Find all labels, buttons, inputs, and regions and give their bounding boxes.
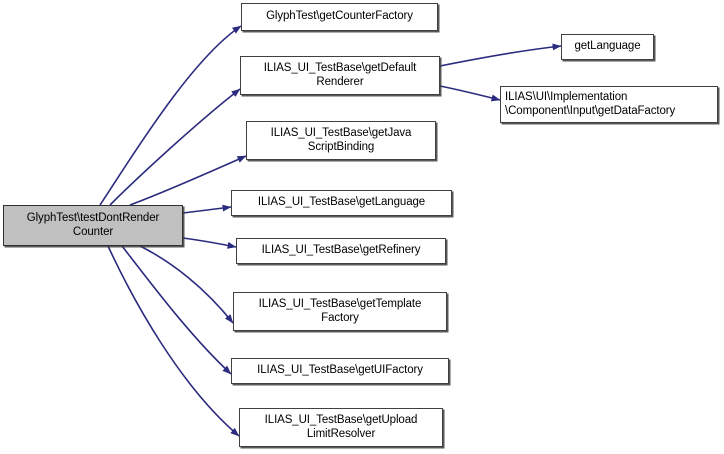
edge-root-to-get-ui-factory	[121, 245, 232, 375]
node-get-upload-limit-resolver[interactable]: ILIAS_UI_TestBase\getUpload LimitResolve…	[239, 408, 443, 447]
edge-get-default-renderer-to-get-data-factory	[439, 85, 501, 102]
node-get-refinery[interactable]: ILIAS_UI_TestBase\getRefinery	[236, 238, 446, 264]
edge-root-to-get-template-factory	[139, 245, 234, 324]
edge-root-to-get-default-renderer	[109, 88, 241, 206]
edge-root-to-get-counter-factory	[99, 25, 242, 206]
node-get-ui-factory[interactable]: ILIAS_UI_TestBase\getUIFactory	[231, 358, 449, 384]
node-get-data-factory[interactable]: ILIAS\UI\Implementation \Component\Input…	[500, 86, 718, 123]
node-get-counter-factory[interactable]: GlyphTest\getCounterFactory	[241, 3, 438, 31]
node-get-language-leaf[interactable]: getLanguage	[561, 34, 654, 60]
edge-root-to-get-refinery	[182, 237, 237, 249]
node-root[interactable]: GlyphTest\testDontRender Counter	[3, 205, 183, 246]
edge-root-to-get-upload-limit-resolver	[107, 245, 240, 437]
node-label-get-data-factory: ILIAS\UI\Implementation \Component\Input…	[505, 91, 676, 117]
node-label-get-counter-factory: GlyphTest\getCounterFactory	[266, 10, 413, 23]
node-label-get-upload-limit-resolver: ILIAS_UI_TestBase\getUpload LimitResolve…	[264, 414, 418, 440]
node-get-template-factory[interactable]: ILIAS_UI_TestBase\getTemplate Factory	[233, 292, 447, 331]
node-label-get-refinery: ILIAS_UI_TestBase\getRefinery	[261, 244, 421, 257]
edge-root-to-get-java-script-binding	[129, 155, 247, 206]
node-label-get-language: ILIAS_UI_TestBase\getLanguage	[257, 196, 426, 209]
edge-get-default-renderer-to-get-language-leaf	[439, 43, 562, 67]
node-get-default-renderer[interactable]: ILIAS_UI_TestBase\getDefault Renderer	[240, 56, 440, 95]
node-label-get-default-renderer: ILIAS_UI_TestBase\getDefault Renderer	[263, 62, 417, 88]
edge-root-to-get-language	[182, 204, 232, 214]
node-label-get-language-leaf: getLanguage	[574, 40, 641, 53]
node-label-get-ui-factory: ILIAS_UI_TestBase\getUIFactory	[257, 364, 423, 377]
node-get-language[interactable]: ILIAS_UI_TestBase\getLanguage	[231, 190, 452, 216]
node-label-get-template-factory: ILIAS_UI_TestBase\getTemplate Factory	[258, 298, 422, 324]
node-label-root: GlyphTest\testDontRender Counter	[26, 212, 160, 238]
node-get-java-script-binding[interactable]: ILIAS_UI_TestBase\getJava ScriptBinding	[246, 121, 436, 160]
node-label-get-java-script-binding: ILIAS_UI_TestBase\getJava ScriptBinding	[270, 127, 412, 153]
